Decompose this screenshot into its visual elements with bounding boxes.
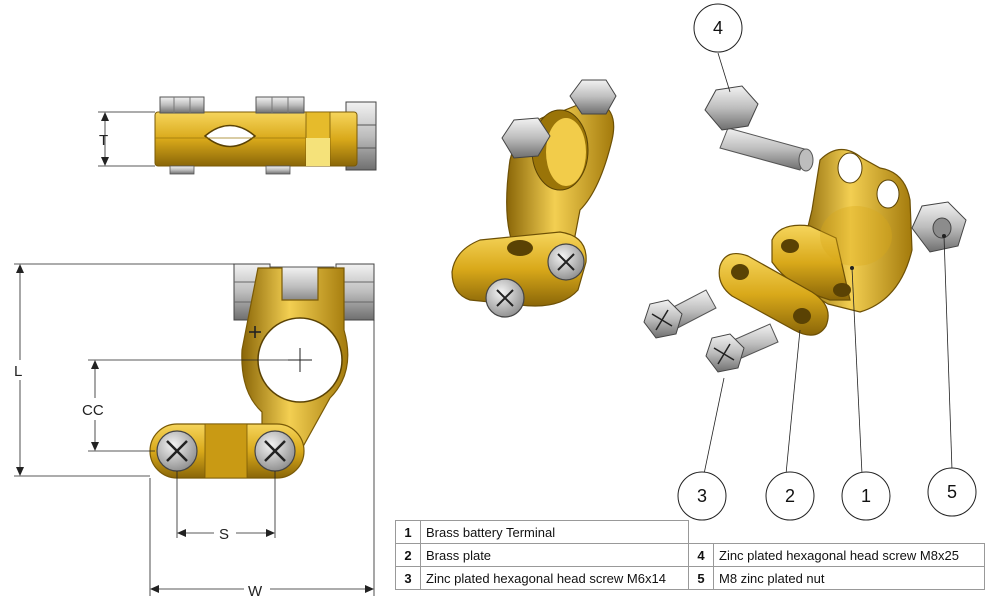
part-description: Zinc plated hexagonal head screw M6x14 (420, 566, 689, 590)
top-view: T (98, 96, 377, 175)
part-1-terminal-body (771, 148, 913, 313)
part-4-screw-m8x25 (704, 85, 814, 172)
dim-label-t: T (99, 132, 108, 149)
callout-label: 3 (697, 486, 707, 506)
callout-circle (841, 471, 891, 521)
dim-label-l: L (14, 363, 22, 380)
callout-circle (765, 471, 815, 521)
parts-list-table: 1 Brass battery Terminal 2 Brass plate 4… (395, 520, 985, 590)
part-3-screw-m6x14 (643, 289, 779, 373)
part-description: Brass battery Terminal (420, 520, 689, 544)
table-row: 1 Brass battery Terminal (395, 520, 985, 544)
bolt-head-assembled (501, 117, 551, 159)
assembled-iso-view (451, 79, 617, 318)
part-number: 3 (395, 566, 421, 590)
screw-head-top-left (159, 96, 205, 114)
callout-label: 1 (861, 486, 871, 506)
dim-label-s: S (219, 526, 229, 543)
dim-label-w: W (248, 583, 263, 600)
callout-balloons: 4 3 2 1 5 (677, 3, 977, 521)
callout-circle (927, 467, 977, 517)
part-description: Brass plate (420, 543, 689, 567)
callout-circle (693, 3, 743, 53)
callout-label: 4 (713, 18, 723, 38)
front-view: L CC S W (12, 263, 375, 601)
table-row: 2 Brass plate 4 Zinc plated hexagonal he… (395, 543, 985, 567)
part-description: M8 zinc plated nut (713, 566, 985, 590)
dim-label-cc: CC (82, 402, 104, 419)
part-number: 4 (688, 543, 714, 567)
part-number: 2 (395, 543, 421, 567)
screw-head-top-right (255, 96, 305, 114)
exploded-view (643, 52, 967, 475)
part-number: 5 (688, 566, 714, 590)
nut-assembled (569, 79, 617, 115)
callout-circle (677, 471, 727, 521)
callout-label: 5 (947, 482, 957, 502)
table-row: 3 Zinc plated hexagonal head screw M6x14… (395, 566, 985, 590)
callout-label: 2 (785, 486, 795, 506)
clamp-hole-top-view (203, 124, 257, 148)
part-description: Zinc plated hexagonal head screw M8x25 (713, 543, 985, 567)
part-number: 1 (395, 520, 421, 544)
